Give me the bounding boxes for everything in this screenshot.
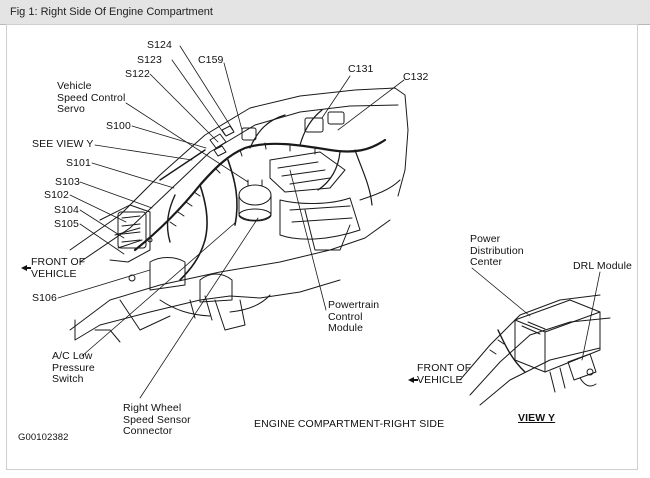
leader-s100 <box>131 125 207 149</box>
leader-s104 <box>79 209 125 239</box>
label-s103: S103 <box>55 176 80 188</box>
label-c159: C159 <box>198 54 224 66</box>
label-s124: S124 <box>147 39 172 51</box>
label-c131: C131 <box>348 63 374 75</box>
label-s106: S106 <box>32 292 57 304</box>
label-c132: C132 <box>403 71 429 83</box>
leader-ac-switch <box>81 221 237 357</box>
leader-c159 <box>223 62 243 131</box>
leader-s124 <box>179 45 234 131</box>
label-front-of-vehicle-view-y: FRONT OF VEHICLE <box>417 362 472 386</box>
leader-s123 <box>171 59 226 136</box>
leader-s102 <box>69 194 127 223</box>
figure-title: Fig 1: Right Side Of Engine Compartment <box>10 6 213 18</box>
leader-pcm <box>289 169 327 311</box>
pcm-box <box>269 151 346 193</box>
lower-panel <box>69 219 391 331</box>
figure-frame <box>6 24 638 470</box>
front-arrow-view-y <box>408 377 418 383</box>
label-power-distribution-center: Power Distribution Center <box>470 233 524 268</box>
label-powertrain-control-module: Powertrain Control Module <box>328 299 380 334</box>
speed-control-servo <box>238 184 272 206</box>
label-front-of-vehicle: FRONT OF VEHICLE <box>31 256 86 280</box>
leader-wheel-sensor <box>139 217 259 399</box>
label-view-y: VIEW Y <box>518 412 556 424</box>
label-s104: S104 <box>54 204 79 216</box>
label-right-wheel-speed-sensor-connector: Right Wheel Speed Sensor Connector <box>123 402 191 437</box>
front-arrow-main <box>21 265 31 271</box>
leader-s103 <box>79 181 153 209</box>
label-drl-module: DRL Module <box>573 260 632 272</box>
leader-view-y <box>94 144 193 161</box>
leader-s105 <box>79 223 125 255</box>
view-y-fender <box>459 294 601 381</box>
label-s101: S101 <box>66 157 91 169</box>
leader-s106 <box>57 269 151 299</box>
leader-c132 <box>337 79 405 131</box>
leader-drl <box>581 271 601 361</box>
leader-pdc <box>471 267 531 317</box>
figure-code: G00102382 <box>18 432 69 443</box>
wiring-harness <box>133 138 387 252</box>
label-s122: S122 <box>125 68 150 80</box>
leader-s122 <box>149 73 219 143</box>
drl-module-box <box>567 353 597 381</box>
label-see-view-y: SEE VIEW Y <box>32 138 94 150</box>
relay-block <box>117 211 147 249</box>
leader-s101 <box>91 162 175 189</box>
figure-caption: ENGINE COMPARTMENT-RIGHT SIDE <box>254 418 445 430</box>
label-s102: S102 <box>44 189 69 201</box>
label-s100: S100 <box>106 120 131 132</box>
hood-edge <box>79 104 399 263</box>
leader-c131 <box>321 75 351 119</box>
bumper-line <box>74 299 201 341</box>
label-vehicle-speed-control-servo: Vehicle Speed Control Servo <box>57 80 126 115</box>
label-s105: S105 <box>54 218 79 230</box>
label-ac-low-pressure-switch: A/C Low Pressure Switch <box>52 350 95 385</box>
label-s123: S123 <box>137 54 162 66</box>
